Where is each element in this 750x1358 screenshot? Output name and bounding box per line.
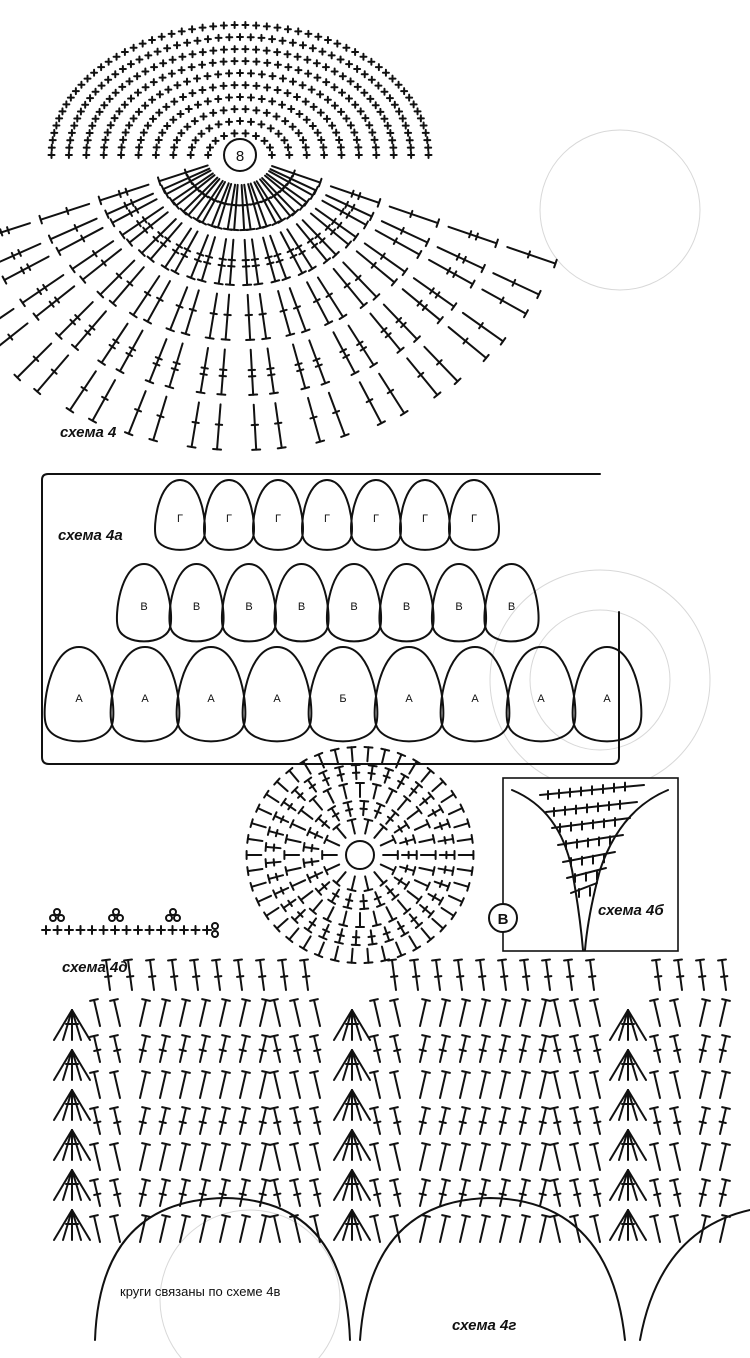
- fan-cluster: [333, 1169, 371, 1201]
- egg-letter: В: [140, 601, 147, 613]
- egg-shape: Г: [301, 478, 353, 551]
- egg-shape: В: [378, 562, 435, 643]
- marker-b-circle: В: [488, 903, 518, 933]
- egg-letter: Г: [226, 513, 232, 525]
- egg-letter: А: [75, 693, 83, 705]
- scheme-4g-base-arcs: [94, 1196, 750, 1341]
- egg-letter: А: [537, 693, 545, 705]
- scheme-4b-label: схема 4б: [598, 902, 664, 919]
- fan-cluster: [333, 1009, 371, 1041]
- egg-letter: Г: [324, 513, 330, 525]
- egg-letter: В: [298, 601, 305, 613]
- egg-letter: А: [603, 693, 611, 705]
- egg-shape: А: [175, 645, 247, 743]
- egg-letter: В: [245, 601, 252, 613]
- fan-cluster: [333, 1089, 371, 1121]
- egg-letter: В: [193, 601, 200, 613]
- egg-shape: Г: [399, 478, 451, 551]
- scheme-4v-round-motif: [245, 745, 475, 965]
- egg-shape: Г: [154, 478, 206, 551]
- egg-shape: А: [43, 645, 115, 743]
- egg-shape: А: [373, 645, 445, 743]
- egg-shape: В: [115, 562, 173, 643]
- scheme-4g-label: схема 4г: [452, 1317, 516, 1334]
- scheme-4b-panel: схема 4б: [502, 777, 679, 952]
- egg-letter: А: [273, 693, 281, 705]
- egg-letter: Б: [339, 693, 346, 705]
- egg-letter: В: [403, 601, 410, 613]
- egg-letter: Г: [422, 513, 428, 525]
- fan-cluster: [609, 1169, 647, 1201]
- fan-cluster: [609, 1209, 647, 1241]
- fan-cluster: [609, 1129, 647, 1161]
- egg-letter: А: [471, 693, 479, 705]
- circles-note: круги связаны по схеме 4в: [120, 1284, 280, 1299]
- egg-shape: А: [439, 645, 511, 743]
- scheme-4a-label: схема 4а: [58, 527, 123, 544]
- egg-shape: Г: [252, 478, 304, 551]
- egg-letter: Г: [177, 513, 183, 525]
- fan-cluster: [333, 1209, 371, 1241]
- scheme-4d-row: [41, 908, 219, 938]
- scheme-4a-eggs: Г Г Г Г Г Г Г В В В В В В В В А А А А Б А А А А: [43, 478, 643, 743]
- egg-shape: Г: [448, 478, 500, 551]
- egg-shape: Г: [203, 478, 255, 551]
- fan-cluster: [609, 1049, 647, 1081]
- fan-cluster: [53, 1169, 91, 1201]
- egg-shape: В: [483, 562, 540, 643]
- egg-shape: Б: [307, 645, 379, 743]
- egg-shape: А: [505, 645, 577, 743]
- egg-shape: В: [325, 562, 383, 643]
- egg-shape: А: [109, 645, 181, 743]
- marker-b-text: В: [498, 911, 509, 928]
- fan-cluster: [333, 1129, 371, 1161]
- scheme-4g-lace-field: [53, 958, 731, 1243]
- scheme-4d-label: схема 4д: [62, 959, 128, 976]
- fan-cluster: [609, 1009, 647, 1041]
- egg-shape: В: [220, 562, 278, 643]
- fan-cluster: [53, 1209, 91, 1241]
- egg-shape: В: [273, 562, 330, 643]
- scheme-4-center-ring: 8: [223, 138, 257, 172]
- egg-letter: В: [508, 601, 515, 613]
- fan-cluster: [333, 1049, 371, 1081]
- fan-cluster: [53, 1049, 91, 1081]
- egg-shape: А: [571, 645, 643, 743]
- center-mark: 8: [236, 148, 244, 165]
- scheme-4-diagram: [0, 21, 558, 451]
- egg-shape: В: [168, 562, 225, 643]
- egg-letter: А: [141, 693, 149, 705]
- egg-letter: В: [350, 601, 357, 613]
- egg-shape: А: [241, 645, 313, 743]
- fan-cluster: [53, 1009, 91, 1041]
- scheme-4a-frame: [41, 473, 620, 765]
- egg-letter: А: [405, 693, 413, 705]
- fan-cluster: [609, 1089, 647, 1121]
- egg-letter: Г: [275, 513, 281, 525]
- egg-letter: А: [207, 693, 215, 705]
- egg-shape: Г: [350, 478, 402, 551]
- egg-shape: В: [430, 562, 488, 643]
- egg-letter: Г: [471, 513, 477, 525]
- fan-cluster: [53, 1129, 91, 1161]
- fan-cluster: [53, 1089, 91, 1121]
- egg-letter: Г: [373, 513, 379, 525]
- scheme-4-label: схема 4: [60, 424, 117, 441]
- egg-letter: В: [455, 601, 462, 613]
